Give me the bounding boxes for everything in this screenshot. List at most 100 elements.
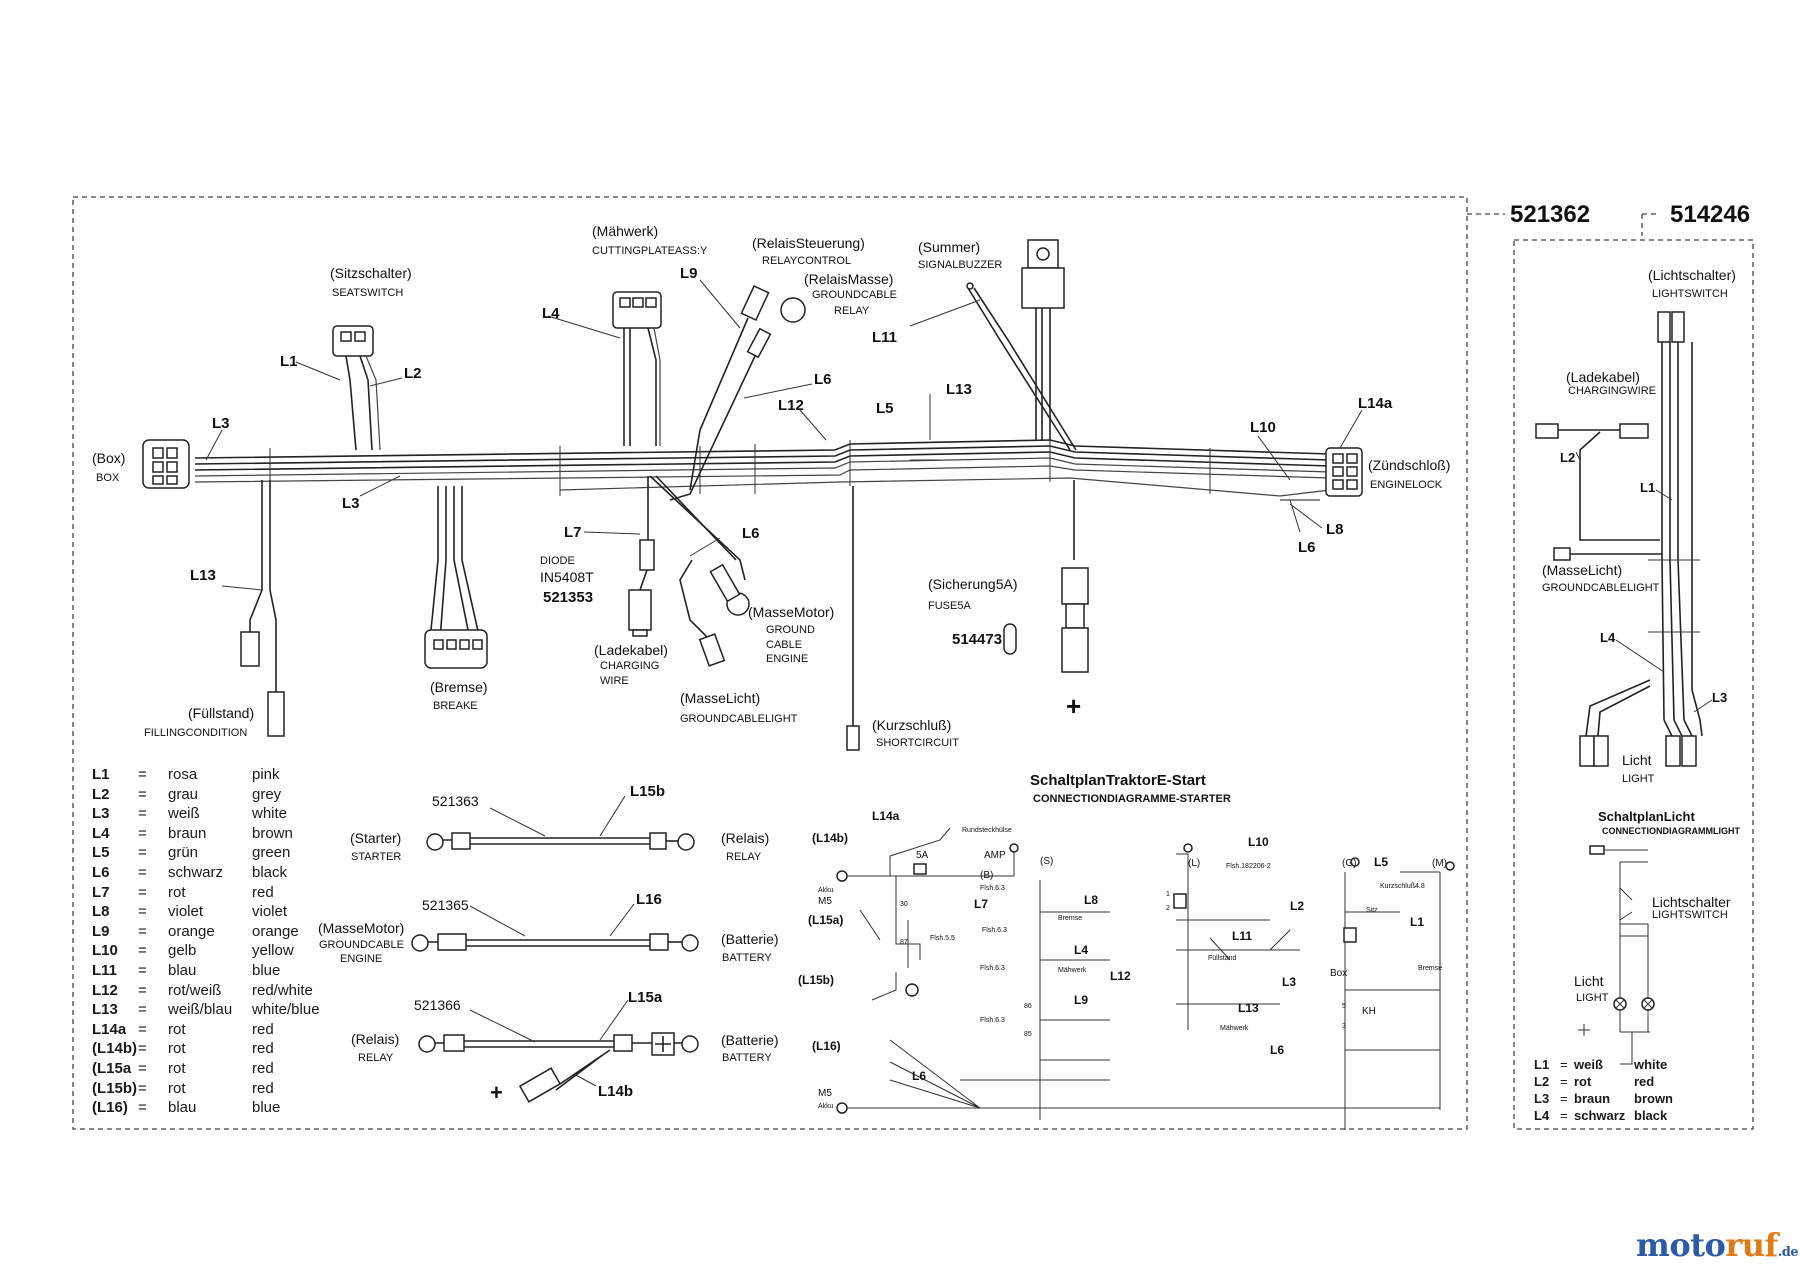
ground-motor-de: (MasseMotor) — [748, 604, 834, 620]
light-sch-light-de: Licht — [1574, 973, 1604, 989]
schematic-lines — [836, 827, 1455, 1130]
tag-L14a: L14a — [1358, 395, 1393, 412]
relay-control-en: RELAYCONTROL — [762, 255, 851, 267]
legend-de: rot — [168, 1059, 186, 1077]
light-legend-en: brown — [1634, 1091, 1673, 1106]
sch-l6b: L6 — [1270, 1043, 1284, 1057]
light-sch-switch-en: LIGHTSWITCH — [1652, 909, 1728, 921]
legend-de: weiß — [168, 805, 200, 823]
sch-l10: L10 — [1248, 835, 1269, 849]
seat-switch-connector — [332, 325, 381, 451]
sch-bremse2: Bremse — [1418, 965, 1442, 972]
tag-L3b: L3 — [342, 495, 360, 512]
cable-c1-left-de: (Starter) — [350, 830, 401, 846]
light-ground-de: (MasseLicht) — [1542, 562, 1622, 578]
short-circuit-en: SHORTCIRCUIT — [876, 737, 959, 749]
light-legend-code: L4 — [1534, 1108, 1550, 1123]
tag-L6: L6 — [814, 371, 832, 388]
legend-de: weiß/blau — [168, 1001, 233, 1019]
charging-en1: CHARGING — [600, 660, 659, 672]
cable-c3-right-de: (Batterie) — [721, 1032, 779, 1048]
legend-de: grün — [168, 844, 199, 862]
legend-en: orange — [252, 922, 299, 940]
legend-code: (L15b) — [92, 1079, 137, 1097]
cable-plus: + — [490, 1080, 503, 1105]
fuse-en: FUSE5A — [928, 600, 971, 612]
light-switch-en: LIGHTSWITCH — [1652, 288, 1728, 300]
sch-kurz: Kurzschluß4.8 — [1380, 883, 1425, 890]
legend-eq: = — [138, 1040, 147, 1058]
sch-l1: L1 — [1410, 915, 1424, 929]
legend-code: L12 — [92, 981, 118, 999]
legend-de: violet — [168, 903, 204, 921]
sch-l13: L13 — [1238, 1001, 1259, 1015]
cable-521366 — [418, 999, 699, 1103]
light-switch-de: (Lichtschalter) — [1648, 267, 1736, 283]
legend-eq: = — [138, 766, 147, 783]
legend-code: L11 — [92, 961, 118, 979]
sch-l9: L9 — [1074, 993, 1088, 1007]
sch-n85: 85 — [1024, 1031, 1032, 1038]
legend-en: red — [252, 1020, 274, 1038]
legend-en: pink — [252, 766, 280, 783]
light-legend-code: L1 — [1534, 1057, 1550, 1072]
part-number-main: 521362 — [1510, 201, 1590, 228]
main-frame — [72, 196, 1468, 1130]
sch-b: (B) — [980, 870, 993, 881]
tag-L4: L4 — [542, 305, 560, 322]
cable-c1-right-en: RELAY — [726, 851, 762, 863]
sch-rund: Rundsteckhülse — [962, 827, 1012, 834]
legend-de: blau — [168, 1099, 197, 1117]
filling-connector — [240, 480, 285, 737]
tag-L13: L13 — [946, 381, 972, 398]
light-legend-de: braun — [1574, 1091, 1611, 1106]
legend-code: L6 — [92, 863, 110, 881]
light-schematic — [1578, 845, 1655, 1065]
sch-flh55: Flsh.5.5 — [930, 935, 955, 942]
legend-code: L14a — [92, 1020, 127, 1038]
sch-akku: Akku — [818, 887, 834, 894]
schematic-subtitle: CONNECTIONDIAGRAMME-STARTER — [1033, 793, 1231, 805]
legend-code: L4 — [92, 824, 110, 842]
relay-ground-en1: GROUNDCABLE — [812, 289, 897, 301]
tag-L5: L5 — [876, 400, 894, 417]
box-label-de: (Box) — [92, 450, 125, 466]
legend-de: orange — [168, 922, 215, 940]
sch-akku2: Akku — [818, 1103, 834, 1110]
tag-L10: L10 — [1250, 419, 1276, 436]
schematic-title: SchaltplanTraktorE-Start — [1030, 772, 1206, 789]
logo-tld: .de — [1777, 1245, 1799, 1260]
legend-code: L8 — [92, 903, 110, 921]
cable-c2-part: 521365 — [422, 897, 469, 913]
cable-c2-right-en: BATTERY — [722, 952, 772, 964]
ignition-lock-connector — [1325, 447, 1363, 497]
sch-l12: L12 — [1110, 969, 1131, 983]
cable-c2-left-de: (MasseMotor) — [318, 920, 404, 936]
legend-eq: = — [138, 1059, 147, 1077]
diode-label: DIODE — [540, 555, 575, 567]
legend-en: yellow — [252, 942, 294, 960]
light-legend-en: red — [1634, 1074, 1655, 1089]
main-harness-bundle — [194, 436, 1331, 501]
light-charging-en: CHARGINGWIRE — [1568, 385, 1656, 397]
legend-de: rot — [168, 883, 186, 901]
sch-flh63c: Flsh.6.3 — [980, 965, 1005, 972]
ground-motor-en2: CABLE — [766, 639, 802, 651]
filling-en: FILLINGCONDITION — [144, 727, 247, 739]
legend-en: red — [252, 883, 274, 901]
sch-l14a: L14a — [872, 809, 900, 823]
legend-code: (L14b) — [92, 1040, 137, 1058]
tag-L12: L12 — [778, 397, 804, 414]
legend-en: black — [252, 863, 288, 881]
sch-flh63d: Flsh.6.3 — [980, 1017, 1005, 1024]
